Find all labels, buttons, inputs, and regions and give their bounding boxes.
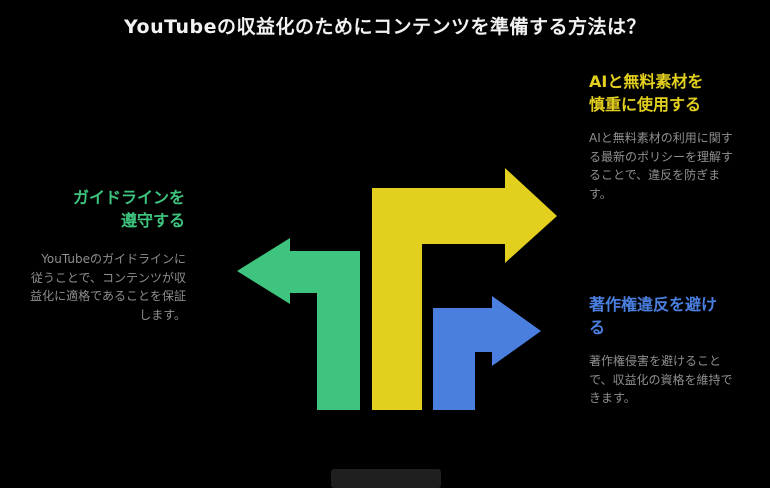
ai-materials-description: AIと無料素材の利用に関する最新のポリシーを理解することで、違反を防ぎます。 (589, 131, 734, 201)
watermark-badge (331, 469, 441, 488)
green-arrow-shape (237, 238, 360, 410)
guidelines-description: YouTubeのガイドラインに従うことで、コンテンツが収益化に適格であることを保… (30, 252, 186, 322)
ai-materials-heading: AIと無料素材を 慎重に使用する (589, 72, 704, 115)
yellow-arrow-shape (372, 168, 557, 410)
copyright-description: 著作権侵害を避けることで、収益化の資格を維持できます。 (589, 354, 733, 406)
copyright-heading: 著作権違反を避け る (589, 295, 718, 338)
blue-arrow-shape (433, 296, 541, 410)
guidelines-heading: ガイドラインを 遵守する (72, 188, 185, 231)
page-title: YouTubeの収益化のためにコンテンツを準備する方法は？ (124, 16, 646, 38)
